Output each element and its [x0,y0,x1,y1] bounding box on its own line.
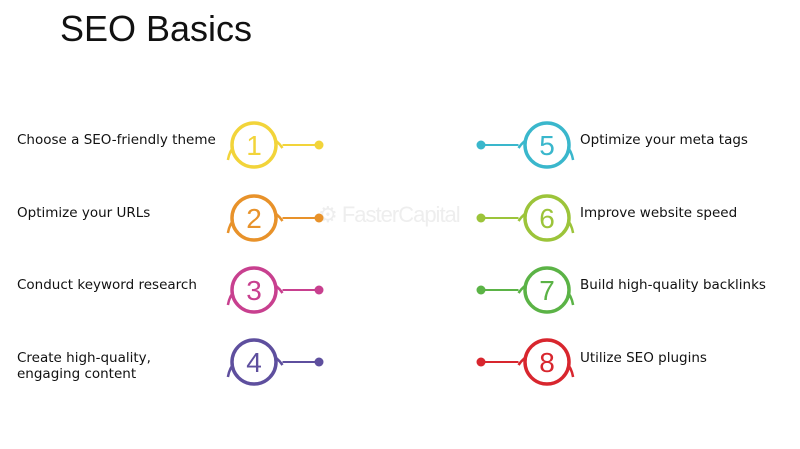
step-label-5: Optimize your meta tags [580,132,748,148]
step-number-5: 5 [539,130,555,161]
watermark: ⚙ FasterCapital [318,202,461,227]
page-title: SEO Basics [60,8,253,49]
step-label-1: Choose a SEO-friendly theme [17,132,216,148]
step-dot [314,140,324,150]
step-dot [476,213,486,223]
step-dot [314,285,324,295]
step-label-7: Build high-quality backlinks [580,277,766,293]
step-number-6: 6 [539,203,555,234]
step-dot [314,213,324,223]
step-label-2: Optimize your URLs [17,205,151,221]
step-circle-5 [523,121,571,169]
step-number-1: 1 [246,130,262,161]
step-circle-1 [230,121,278,169]
step-circle-2 [230,194,278,242]
step-dot [476,357,486,367]
step-circle-6 [523,194,571,242]
step-label-4: Create high-quality, engaging content [17,350,151,382]
step-dot [314,357,324,367]
step-number-2: 2 [246,203,262,234]
step-dot [476,140,486,150]
step-number-7: 7 [539,275,555,306]
step-label-3: Conduct keyword research [17,277,197,293]
step-circle-3 [230,266,278,314]
step-number-4: 4 [246,347,262,378]
step-circle-8 [523,338,571,386]
step-dot [476,285,486,295]
step-label-8: Utilize SEO plugins [580,350,707,366]
step-circle-7 [523,266,571,314]
step-number-3: 3 [246,275,262,306]
step-number-8: 8 [539,347,555,378]
step-label-6: Improve website speed [580,205,738,221]
step-circle-4 [230,338,278,386]
